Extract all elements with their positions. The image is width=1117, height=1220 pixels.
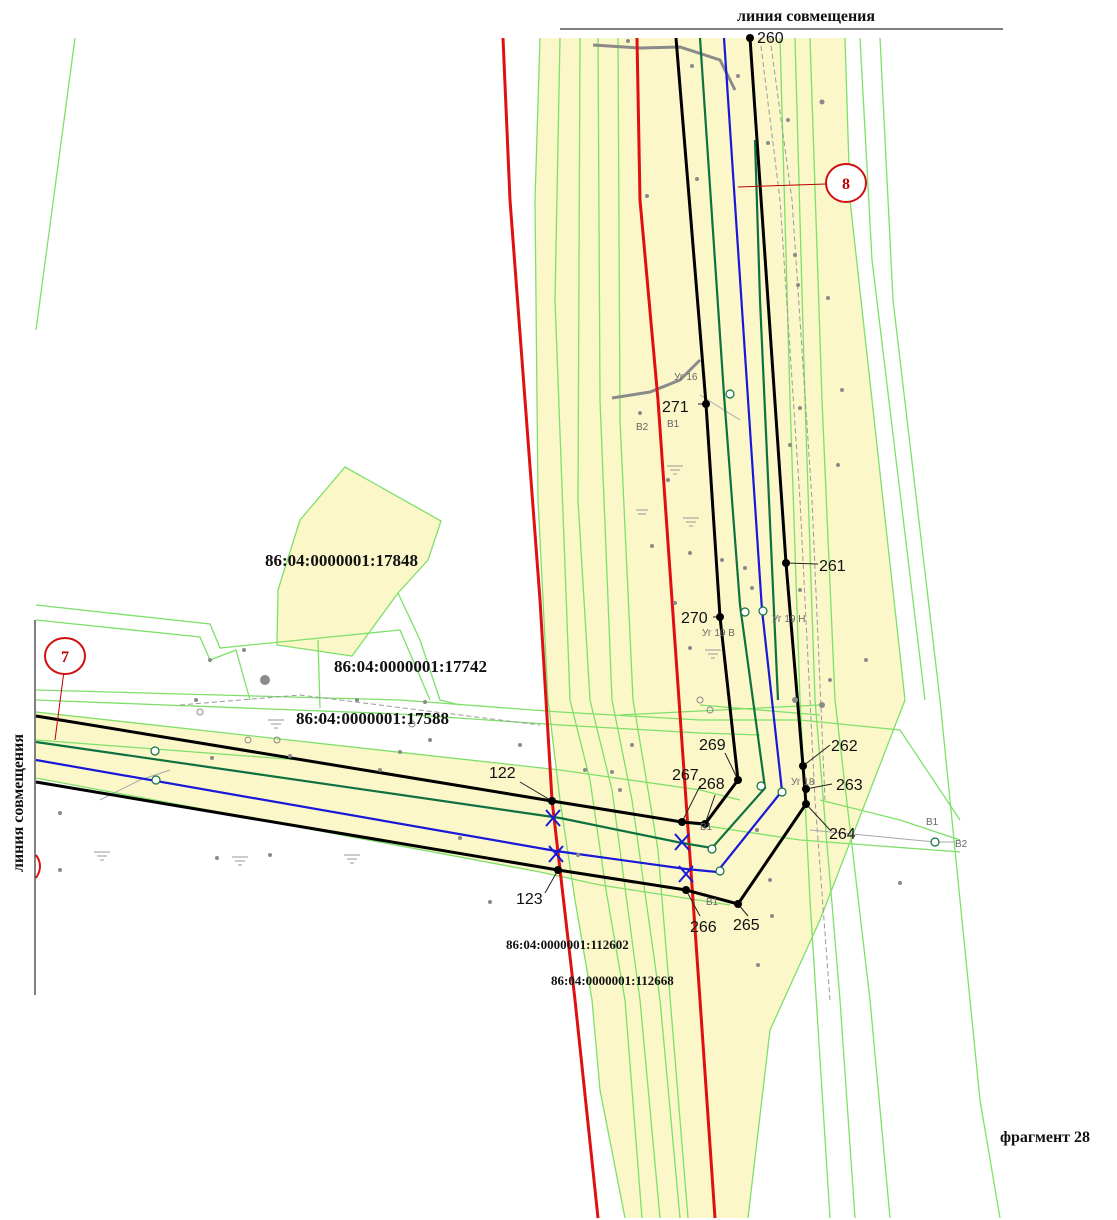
- crossing-marks: [545, 809, 694, 883]
- point-label-270: 270: [681, 610, 708, 627]
- point-label-123: 123: [516, 891, 543, 908]
- parcel-label-112602: 86:04:0000001:112602: [506, 937, 629, 952]
- red-line-right: [635, 37, 717, 1219]
- parcel-label-17848: 86:04:0000001:17848: [265, 551, 418, 570]
- label-b1a: В1: [667, 419, 680, 430]
- label-ug16: Уг 16: [674, 372, 698, 383]
- point-labels: 260 261 262 263 264 265 266 267 268 269 …: [489, 30, 863, 936]
- point-label-122: 122: [489, 765, 516, 782]
- existing-roads: [592, 43, 737, 400]
- point-label-267: 267: [672, 767, 699, 784]
- grass-symbols: [94, 465, 721, 866]
- green-pipeline: [35, 37, 780, 850]
- label-ug18: Уг 18: [791, 777, 815, 788]
- survey-dots: [58, 39, 902, 967]
- callout-8-number: 8: [842, 176, 850, 193]
- fragment-label: фрагмент 28: [1000, 1129, 1090, 1146]
- pipeline-nodes: [150, 389, 940, 876]
- parcel-label-17588: 86:04:0000001:17588: [296, 709, 449, 728]
- top-match-line-label: линия совмещения: [737, 8, 875, 25]
- survey-rings: [196, 696, 714, 744]
- point-label-264: 264: [829, 826, 856, 843]
- point-label-271: 271: [662, 399, 689, 416]
- point-label-269: 269: [699, 737, 726, 754]
- horizontal-corridor-zone: [36, 712, 740, 905]
- small-labels: Уг 16 В1 В2 Уг 19 В Уг 19 Н Уг 18 В1 В1 …: [636, 372, 968, 908]
- parcel-17848-zone: [277, 467, 441, 656]
- point-label-263: 263: [836, 777, 863, 794]
- point-label-260: 260: [757, 30, 784, 47]
- label-b2: В2: [636, 422, 649, 433]
- point-label-262: 262: [831, 738, 858, 755]
- left-match-line-label: линия совмещения: [10, 734, 27, 872]
- label-ug19n: Уг 19 Н: [772, 614, 805, 625]
- label-ug19v: Уг 19 В: [702, 628, 735, 639]
- point-label-261: 261: [819, 558, 846, 575]
- callout-7: 7: [44, 637, 86, 675]
- callout-8: 8: [825, 163, 867, 203]
- point-label-266: 266: [690, 919, 717, 936]
- existing-lines-thin: [179, 37, 831, 1001]
- boundary-point-dots: [548, 34, 810, 908]
- red-line-left: [501, 37, 600, 1219]
- label-b1b: В1: [706, 897, 719, 908]
- parcel-boundaries: [35, 37, 1001, 1219]
- label-v2: В2: [955, 839, 968, 850]
- parcel-label-17742: 86:04:0000001:17742: [334, 657, 487, 676]
- callout-7-number: 7: [61, 649, 69, 666]
- point-label-265: 265: [733, 917, 760, 934]
- label-b1d: В1: [700, 822, 713, 833]
- parcel-label-112668: 86:04:0000001:112668: [551, 973, 674, 988]
- label-b1c: В1: [926, 817, 939, 828]
- callout-leaders: [54, 183, 827, 741]
- point-label-268: 268: [698, 776, 725, 793]
- red-lines: [35, 37, 717, 1219]
